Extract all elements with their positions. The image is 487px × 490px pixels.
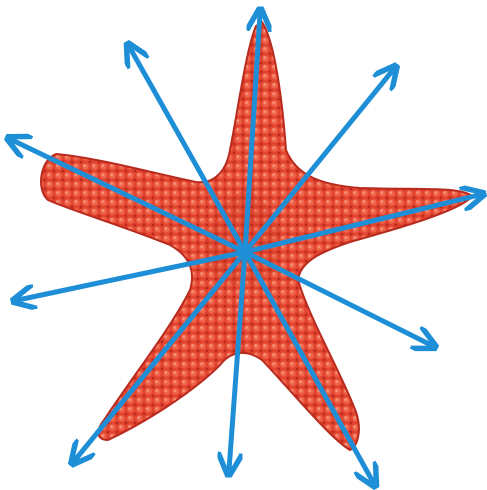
- figure-canvas: [0, 0, 487, 490]
- starfish-radial-symmetry-figure: [0, 0, 487, 490]
